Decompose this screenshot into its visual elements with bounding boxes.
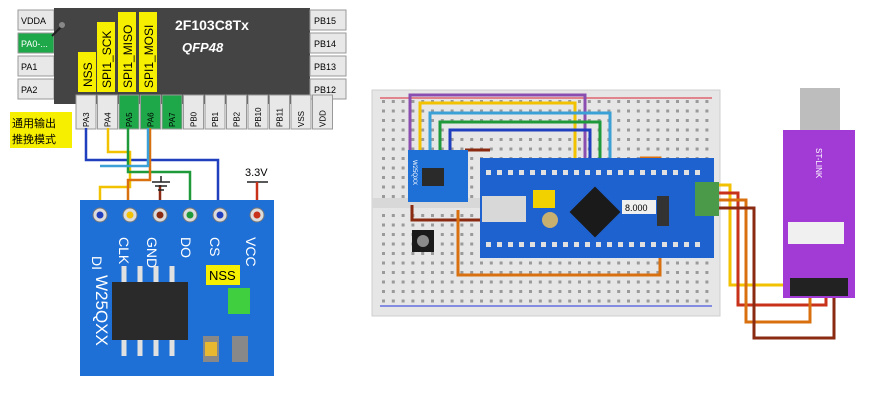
wire-sck-clk bbox=[98, 128, 132, 210]
bottom-pin-label: PA5 bbox=[125, 112, 134, 127]
module-pin-vcc: VCC bbox=[243, 237, 259, 267]
note-box bbox=[10, 112, 72, 148]
module-name: W25QXX bbox=[92, 275, 111, 346]
label-bg bbox=[97, 22, 115, 92]
note-line-2: 推挽模式 bbox=[12, 132, 56, 146]
stlink-label: ST-LINK bbox=[814, 148, 823, 179]
pin-label: PB12 bbox=[314, 85, 336, 95]
pin-label: PB13 bbox=[314, 62, 336, 72]
bottom-pin-label: PB10 bbox=[254, 107, 263, 127]
bottom-pin-label: PB11 bbox=[276, 107, 285, 127]
bottom-pin-box bbox=[226, 94, 247, 130]
module-pin-clk: CLK bbox=[116, 237, 132, 265]
pin-box bbox=[309, 9, 347, 31]
module-pin-cs: CS bbox=[207, 237, 223, 256]
bottom-pin-box bbox=[183, 94, 204, 130]
chip-package: QFP48 bbox=[182, 40, 224, 55]
bottom-pin-row: PA3 PA4 PA5 PA6 PA7 PB0 PB1 PB2 PB10 PB11 VSS VDD bbox=[75, 94, 333, 130]
pin-box bbox=[309, 55, 347, 77]
mini-module-label: W25QXX bbox=[411, 160, 417, 185]
note-line-1: 通用输出 bbox=[12, 116, 56, 130]
module-pin-row bbox=[92, 207, 265, 223]
pin-label: VDDA bbox=[21, 16, 46, 26]
spi-label-nss: NSS bbox=[81, 62, 95, 87]
bottom-pin-box bbox=[312, 94, 333, 130]
pin-label: PA2 bbox=[21, 85, 37, 95]
pin-label: PA1 bbox=[21, 62, 37, 72]
pin-box bbox=[309, 32, 347, 54]
pushpin-icon bbox=[51, 22, 65, 37]
spi-label-sck: SPI1_SCK bbox=[100, 31, 114, 88]
bottom-pin-box bbox=[247, 94, 269, 130]
bottom-pin-label: PB0 bbox=[190, 111, 199, 127]
usb-plug bbox=[800, 88, 840, 132]
bottom-pin-label: PA4 bbox=[104, 112, 113, 127]
bottom-pin-label: PB1 bbox=[211, 111, 220, 127]
module-pin-gnd: GND bbox=[144, 237, 160, 268]
crystal-label: 8.000 bbox=[625, 203, 648, 213]
stlink-adapter bbox=[783, 130, 855, 298]
bottom-pin-label: PA7 bbox=[168, 112, 177, 127]
bottom-pin-box bbox=[204, 94, 226, 130]
label-bg bbox=[118, 12, 136, 92]
nss-tag-text: NSS bbox=[209, 268, 236, 283]
usb-port bbox=[482, 196, 526, 222]
pin-label: PB14 bbox=[314, 39, 336, 49]
bottom-pin-label: VDD bbox=[319, 110, 328, 127]
module-pin-do: DO bbox=[178, 237, 194, 258]
label-bg bbox=[78, 52, 96, 92]
breadboard-illustration: W25QXX 8.000 ST-LINK bbox=[371, 88, 855, 340]
flash-chip bbox=[112, 282, 188, 340]
mcu-chip bbox=[569, 186, 621, 238]
label-bg bbox=[139, 12, 157, 92]
w25qxx-module: DI CLK GND DO CS VCC NSS W25QXX bbox=[80, 200, 274, 376]
wire-mosi-di bbox=[126, 128, 152, 210]
mcu-pinout: VDDA PA0-... PA1 PA2 2F103C8Tx QFP48 PB1… bbox=[10, 8, 347, 148]
bottom-pin-label: PB2 bbox=[233, 111, 242, 127]
bottom-pin-box bbox=[161, 94, 183, 130]
pin-label: PA0-... bbox=[21, 39, 48, 49]
bottom-pin-box bbox=[269, 94, 290, 130]
vcc-voltage-label: 3.3V bbox=[245, 167, 268, 179]
bottom-pin-box bbox=[290, 94, 312, 130]
wire-teal bbox=[100, 128, 150, 168]
nss-tag bbox=[206, 265, 240, 285]
bottom-pin-label: PA3 bbox=[82, 112, 91, 127]
pin-label: PB15 bbox=[314, 16, 336, 26]
bottom-pin-label: VSS bbox=[297, 111, 306, 127]
bottom-pin-label: PA6 bbox=[147, 112, 156, 127]
ground-symbol bbox=[152, 176, 170, 191]
chip-name: 2F103C8Tx bbox=[175, 17, 249, 33]
spi-label-mosi: SPI1_MOSI bbox=[142, 25, 156, 88]
wire-miso-do bbox=[126, 128, 192, 210]
module-pin-di: DI bbox=[89, 256, 105, 270]
wire-nss-cs bbox=[84, 128, 220, 210]
chip-body bbox=[54, 8, 310, 104]
led bbox=[228, 288, 250, 314]
spi-label-miso: SPI1_MISO bbox=[121, 25, 135, 88]
schematic-wires bbox=[84, 128, 220, 210]
